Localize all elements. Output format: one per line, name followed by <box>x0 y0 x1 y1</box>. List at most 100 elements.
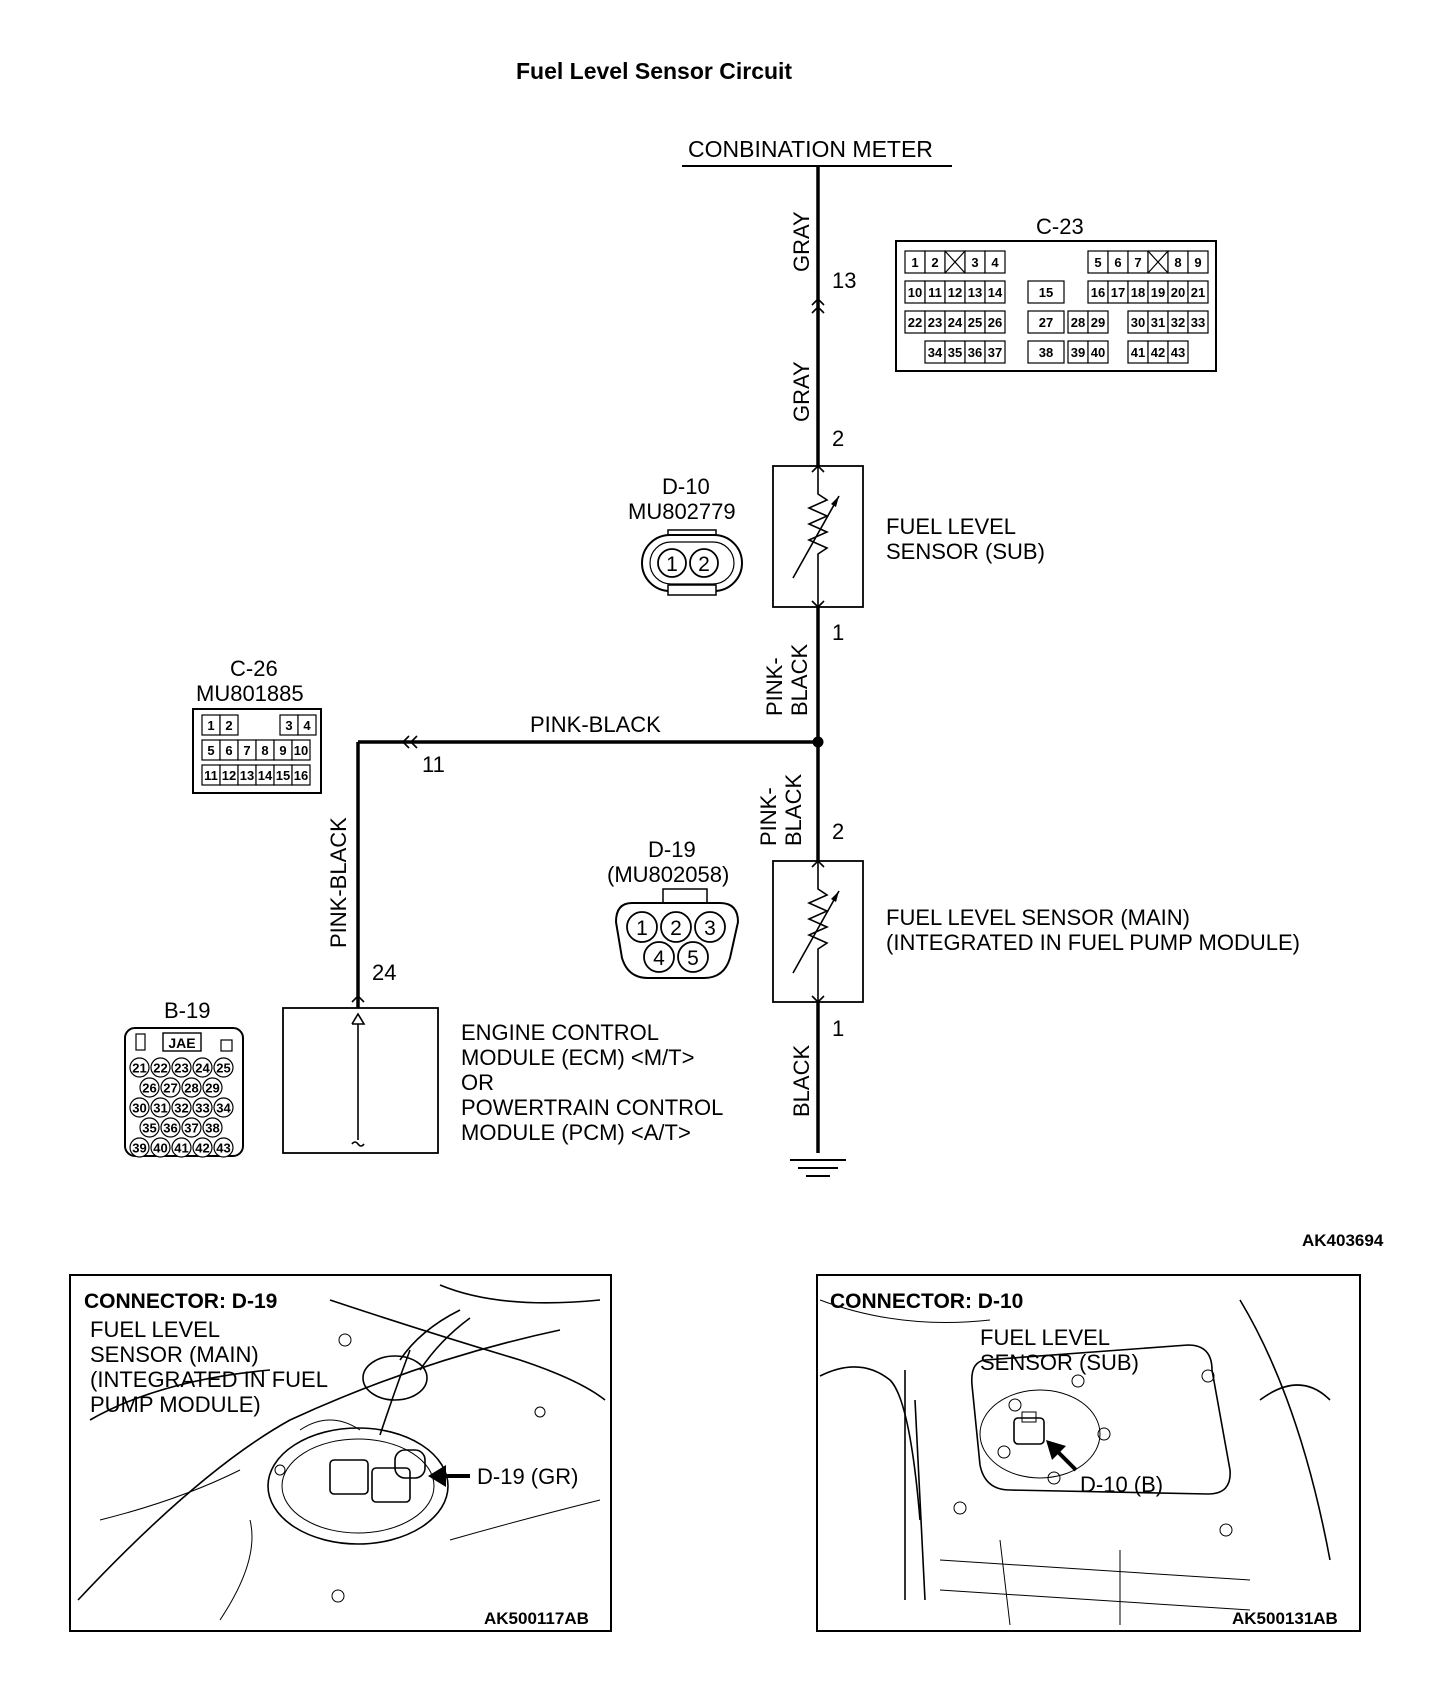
pin-cell <box>150 1097 171 1118</box>
pin-number: 22 <box>153 1061 167 1076</box>
panel-right-label-1: FUEL LEVEL <box>980 1325 1110 1350</box>
pin-number: 37 <box>988 345 1002 360</box>
pin-number: 30 <box>1131 315 1145 330</box>
pin-number: 36 <box>968 345 982 360</box>
pin-number: 8 <box>1174 255 1181 270</box>
arrow-right-icon <box>1046 1440 1078 1472</box>
pin-number: 28 <box>1071 315 1085 330</box>
pin-number: 7 <box>243 743 250 758</box>
panel-left-header: CONNECTOR: D-19 <box>84 1290 277 1313</box>
pin-number: 24 <box>195 1061 210 1076</box>
pin-cell <box>213 1097 234 1118</box>
pin-cell <box>160 1117 181 1138</box>
pin-number: 42 <box>1151 345 1165 360</box>
wire-label-gray-mid: GRAY <box>789 361 814 422</box>
pin-number: 5 <box>207 743 214 758</box>
d19-pin-1: 1 <box>636 917 648 940</box>
pin-number: 9 <box>279 743 286 758</box>
panel-left-code: AK500117AB <box>484 1609 589 1628</box>
tank-access-illustration <box>819 1299 1331 1626</box>
pin-number: 35 <box>948 345 962 360</box>
pin-number: 28 <box>184 1081 198 1096</box>
pin-number: 10 <box>294 743 308 758</box>
connector-mark-24 <box>351 994 365 1003</box>
pin-cell <box>1167 340 1189 364</box>
b19-badge: JAE <box>168 1035 195 1051</box>
pin-cell <box>202 1077 223 1098</box>
pin-number: 24 <box>948 315 963 330</box>
pin-number: 37 <box>184 1121 198 1136</box>
pin-number: 41 <box>1131 345 1145 360</box>
pin-number: 23 <box>928 315 942 330</box>
pin-number: 3 <box>971 255 978 270</box>
wire-label-pink-left: PINK-BLACK <box>326 817 351 948</box>
pin-cell <box>984 310 1006 334</box>
ecm-label-1: ENGINE CONTROL <box>461 1020 659 1045</box>
connector-mark-13 <box>811 297 825 314</box>
wire-label-black: BLACK <box>789 1045 814 1117</box>
pin-24: 24 <box>372 960 396 985</box>
d10-pin-1: 1 <box>666 553 678 576</box>
pin-number: 38 <box>205 1121 219 1136</box>
panel-left-label-2: SENSOR (MAIN) <box>90 1342 259 1367</box>
wire-label-pink-horizontal: PINK-BLACK <box>530 712 661 737</box>
ecm-label-2: MODULE (ECM) <M/T> <box>461 1045 694 1070</box>
sensor-main-label-2: (INTEGRATED IN FUEL PUMP MODULE) <box>886 930 1300 955</box>
pin-number: 13 <box>968 285 982 300</box>
pin-cell <box>171 1057 192 1078</box>
pin-number: 7 <box>1134 255 1141 270</box>
pin-number: 30 <box>132 1101 146 1116</box>
pin-13: 13 <box>832 268 856 293</box>
pin-cell <box>160 1077 181 1098</box>
pin-cell <box>1187 310 1209 334</box>
pin-sub-2: 2 <box>832 426 844 451</box>
ecm-label-5: MODULE (PCM) <A/T> <box>461 1120 691 1145</box>
pin-number: 27 <box>163 1081 177 1096</box>
pin-cell <box>291 739 311 761</box>
pin-cell <box>291 764 311 786</box>
pin-cell <box>213 1057 234 1078</box>
page-title: Fuel Level Sensor Circuit <box>516 58 792 84</box>
pin-number: 15 <box>276 768 290 783</box>
ecm-label-3: OR <box>461 1070 494 1095</box>
pin-number: 43 <box>216 1141 230 1156</box>
pin-sub-1: 1 <box>832 620 844 645</box>
pin-number: 20 <box>1171 285 1185 300</box>
pin-number: 34 <box>928 345 943 360</box>
pin-cell <box>213 1137 234 1158</box>
wire-label-gray-top: GRAY <box>789 211 814 272</box>
ecm-box <box>282 1007 439 1154</box>
pin-number: 35 <box>142 1121 156 1136</box>
pin-number: 25 <box>216 1061 230 1076</box>
pin-number: 31 <box>1151 315 1165 330</box>
connector-c23-name: C-23 <box>1036 214 1084 239</box>
pin-number: 21 <box>132 1061 146 1076</box>
pin-number: 14 <box>258 768 273 783</box>
sensor-sub-label-2: SENSOR (SUB) <box>886 539 1045 564</box>
pin-number: 26 <box>142 1081 156 1096</box>
pin-cell <box>181 1077 202 1098</box>
pin-number: 39 <box>1071 345 1085 360</box>
pin-number: 43 <box>1171 345 1185 360</box>
pin-number: 29 <box>205 1081 219 1096</box>
pin-number: 8 <box>261 743 268 758</box>
connector-d10-part: MU802779 <box>628 499 736 524</box>
pin-number: 4 <box>991 255 999 270</box>
connector-b19-name: B-19 <box>164 998 210 1023</box>
panel-right-callout: D-10 (B) <box>1080 1472 1163 1497</box>
pin-cell <box>984 250 1006 274</box>
pin-number: 18 <box>1131 285 1145 300</box>
arrow-left-icon <box>428 1465 470 1487</box>
pin-main-2: 2 <box>832 819 844 844</box>
pin-number: 27 <box>1039 315 1053 330</box>
pin-number: 6 <box>1114 255 1121 270</box>
connector-mark-11 <box>401 735 418 749</box>
pin-cell <box>192 1097 213 1118</box>
wire-label-pink-lower-2: BLACK <box>781 774 806 846</box>
pin-cell <box>1027 310 1065 334</box>
pin-number: 38 <box>1039 345 1053 360</box>
d19-pin-5: 5 <box>687 947 699 970</box>
pin-cell <box>129 1097 150 1118</box>
panel-connector-d10: CONNECTOR: D-10 FUEL LEVEL SENSOR (SUB) … <box>816 1274 1361 1632</box>
